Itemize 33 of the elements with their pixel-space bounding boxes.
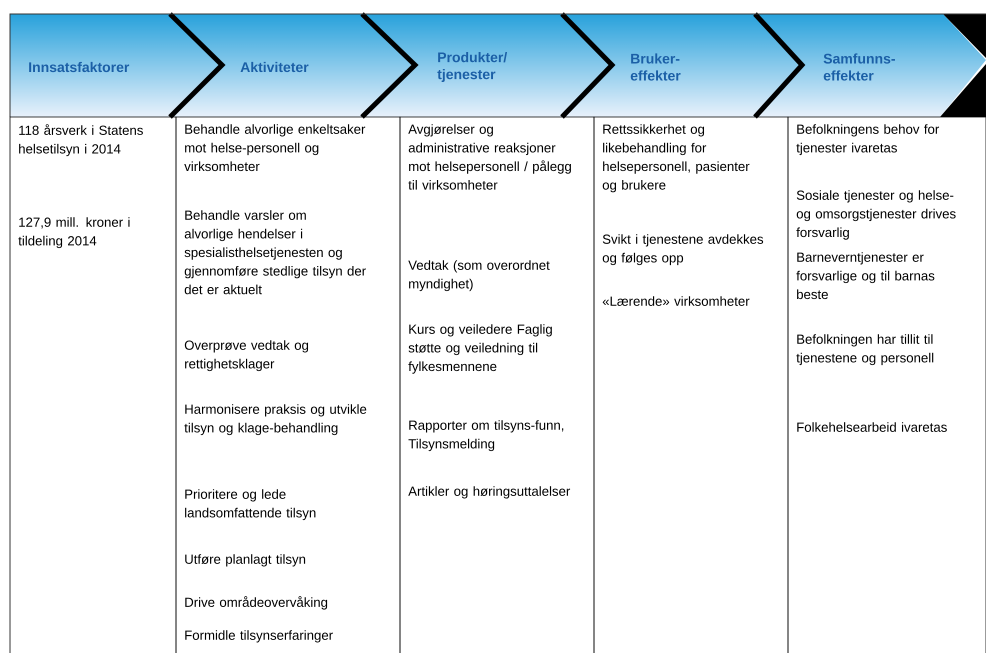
chevron-header: Bruker-effekter [630, 53, 681, 81]
item-text: Vedtak (som overordnet myndighet) [408, 260, 550, 292]
item-text: Utføre planlagt tilsyn [185, 554, 306, 566]
item-text: Svikt i tjenestene avdekkes og følges opp [602, 234, 764, 266]
item-text: Drive områdeovervåking [185, 596, 328, 610]
item-text: Barneverntjenester er forsvarlige og til barnas beste [796, 252, 934, 300]
column-panel [400, 116, 594, 653]
chevron-header: Innsatsfaktorer [29, 62, 130, 72]
chevron-header: Samfunns-effekter [824, 53, 895, 81]
item-text: Overprøve vedtak og rettighetsklager [184, 340, 308, 372]
item-text: 127,9 mill. kroner i tildeling 2014 [18, 217, 130, 248]
item-text: Befolkningens behov for tjenester ivaretas [796, 124, 940, 156]
item-text: Rapporter om tilsyns-funn, Tilsynsmelding [408, 420, 564, 452]
column-panel [594, 116, 788, 653]
item-text: Kurs og veiledere Faglig støtte og veiledning til fylkesmennene [408, 324, 552, 374]
column-panel [10, 116, 176, 653]
item-text: Artikler og høringsuttalelser [408, 486, 570, 498]
chevron-header: Produkter/ tjenester [437, 52, 508, 82]
chevron-header: Aktiviteter [240, 62, 308, 72]
item-text: Sosiale tjenester og helse- og omsorgstjenester drives forsvarlig [796, 190, 956, 240]
item-text: Befolkningen har tillit til tjenestene og personell [796, 334, 934, 366]
item-text: Behandle varsler om alvorlige hendelser i spesialisthelsetjenesten og gjennomføre stedlige tilsyn der det er aktuelt [184, 210, 366, 294]
column-panel [788, 116, 986, 653]
item-text: Formidle tilsynserfaringer [185, 630, 333, 642]
item-text: Rettssikkerhet og likebehandling for helsepersonell, pasienter og brukere [602, 124, 750, 192]
item-text: Harmonisere praksis og utvikle tilsyn og klage-behandling [184, 404, 366, 436]
column-panel [176, 116, 400, 653]
item-text: Behandle alvorlige enkeltsaker mot helse-personell og virksomheter [184, 124, 366, 172]
item-text: Avgjørelser og administrative reaksjoner mot helsepersonell / pålegg til virksomheter [408, 124, 571, 190]
item-text: 118 årsverk i Statens helsetilsyn i 2014 [19, 124, 143, 156]
item-text: Folkehelsearbeid ivaretas [797, 422, 947, 432]
item-text: Prioritere og lede landsomfattende tilsyn [185, 489, 316, 520]
item-text: «Lærende» virksomheter [602, 296, 750, 306]
